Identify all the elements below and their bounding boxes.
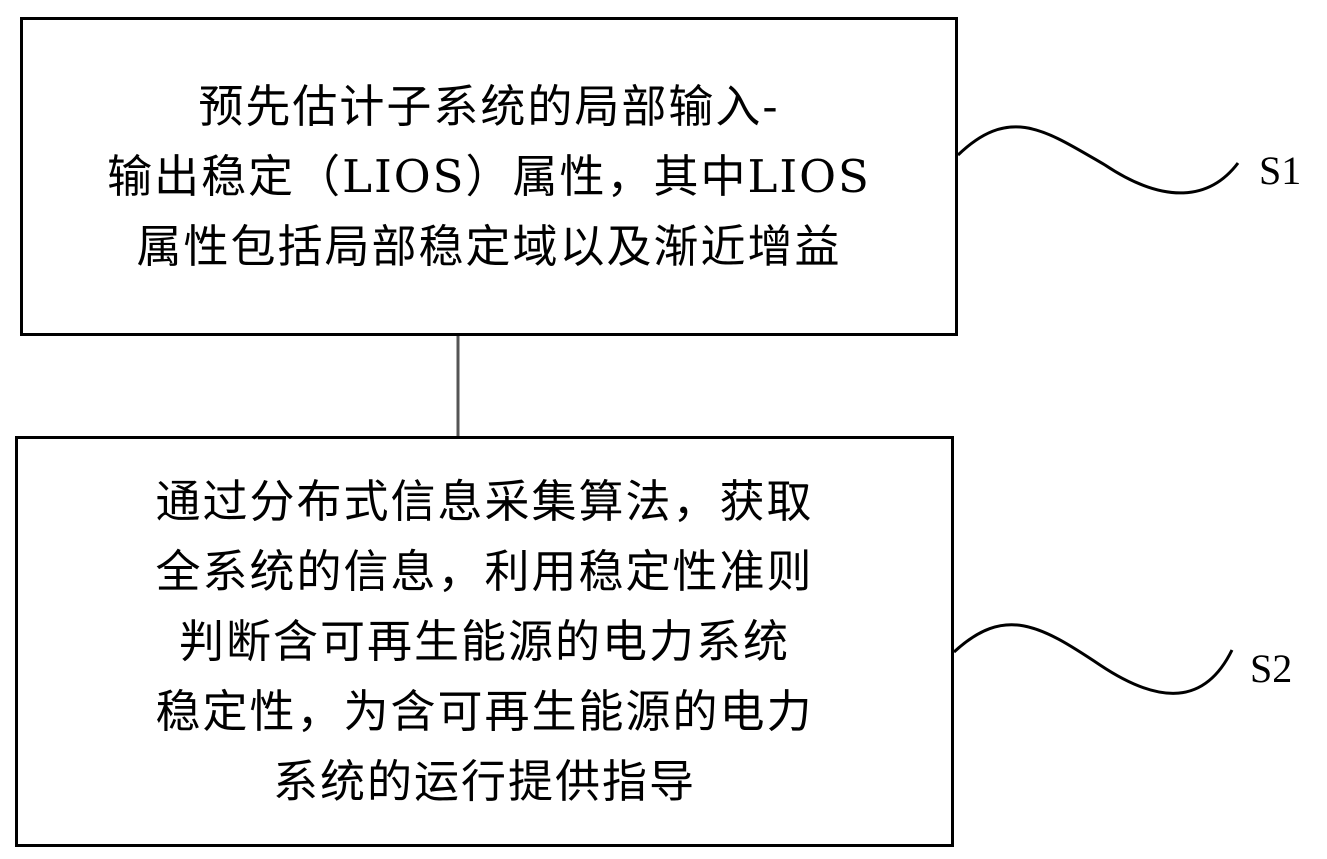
step-box-s1: 预先估计子系统的局部输入- 输出稳定（LIOS）属性，其中LIOS 属性包括局部…: [20, 17, 958, 336]
step-s2-line: 系统的运行提供指导: [272, 754, 696, 808]
step-s2-line: 全系统的信息，利用稳定性准则: [155, 544, 814, 598]
leader-line-s2: [952, 623, 1234, 695]
leader-line-s1: [956, 125, 1240, 195]
step-s1-line: 预先估计子系统的局部输入-: [198, 79, 780, 133]
step-label-s1: S1: [1259, 148, 1302, 193]
step-label-s2: S2: [1250, 646, 1293, 691]
step-s1-line: 输出稳定（LIOS）属性，其中LIOS: [107, 149, 871, 203]
step-s2-line: 判断含可再生能源的电力系统: [178, 614, 790, 668]
step-s2-line: 稳定性，为含可再生能源的电力: [155, 684, 814, 738]
step-box-s2: 通过分布式信息采集算法，获取 全系统的信息，利用稳定性准则 判断含可再生能源的电…: [15, 436, 954, 847]
step-s1-line: 属性包括局部稳定域以及渐近增益: [136, 219, 842, 273]
step-s2-line: 通过分布式信息采集算法，获取: [155, 474, 814, 528]
